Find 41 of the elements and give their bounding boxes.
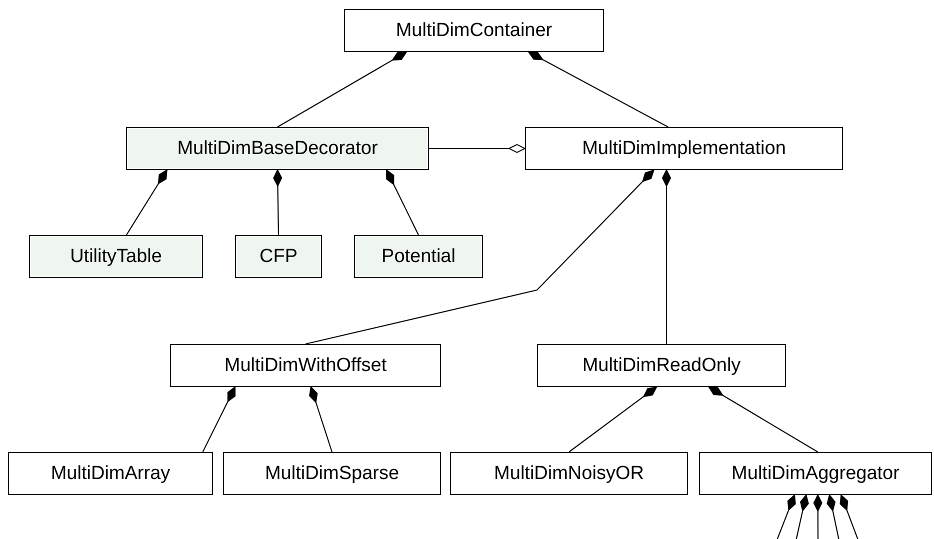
class-name: CFP: [260, 246, 298, 268]
class-box: [344, 9, 604, 52]
class-name: MultiDimNoisyOR: [494, 462, 644, 484]
composition-connector: [813, 494, 822, 539]
class-name: Potential: [382, 246, 456, 268]
class-box: [8, 452, 213, 495]
class-box: [699, 452, 932, 495]
composition-connector: [774, 494, 796, 539]
class-name: UtilityTable: [70, 246, 162, 268]
class-name: MultiDimAggregator: [732, 462, 900, 484]
composition-connector: [528, 52, 668, 128]
class-box: [126, 127, 429, 170]
class-box: [525, 127, 843, 170]
class-box: [450, 452, 688, 495]
class-name: MultiDimBaseDecorator: [177, 138, 378, 160]
class-box: [29, 235, 203, 278]
composition-connector: [202, 386, 236, 452]
composition-connector: [309, 386, 333, 452]
class-box: [170, 344, 441, 387]
composition-connector: [826, 494, 841, 539]
class-name: MultiDimReadOnly: [582, 354, 741, 376]
class-box: [235, 235, 322, 278]
class-box: [354, 235, 483, 278]
composition-connector: [429, 144, 526, 153]
class-name: MultiDimSparse: [264, 462, 400, 484]
class-box: [223, 452, 441, 495]
composition-connector: [277, 52, 407, 128]
class-name: MultiDimWithOffset: [224, 354, 387, 376]
composition-connector: [840, 494, 861, 539]
composition-connector: [305, 170, 654, 345]
class-box: [537, 344, 786, 387]
composition-connector: [794, 494, 809, 539]
composition-connector: [126, 170, 168, 236]
composition-connector: [568, 386, 658, 452]
class-name: MultiDimContainer: [396, 20, 552, 42]
composition-connector: [273, 170, 282, 235]
composition-connector: [708, 386, 818, 452]
class-name: MultiDimArray: [50, 462, 170, 484]
composition-connector: [386, 170, 419, 236]
composition-connector: [662, 170, 671, 344]
class-name: MultiDimImplementation: [582, 138, 786, 160]
